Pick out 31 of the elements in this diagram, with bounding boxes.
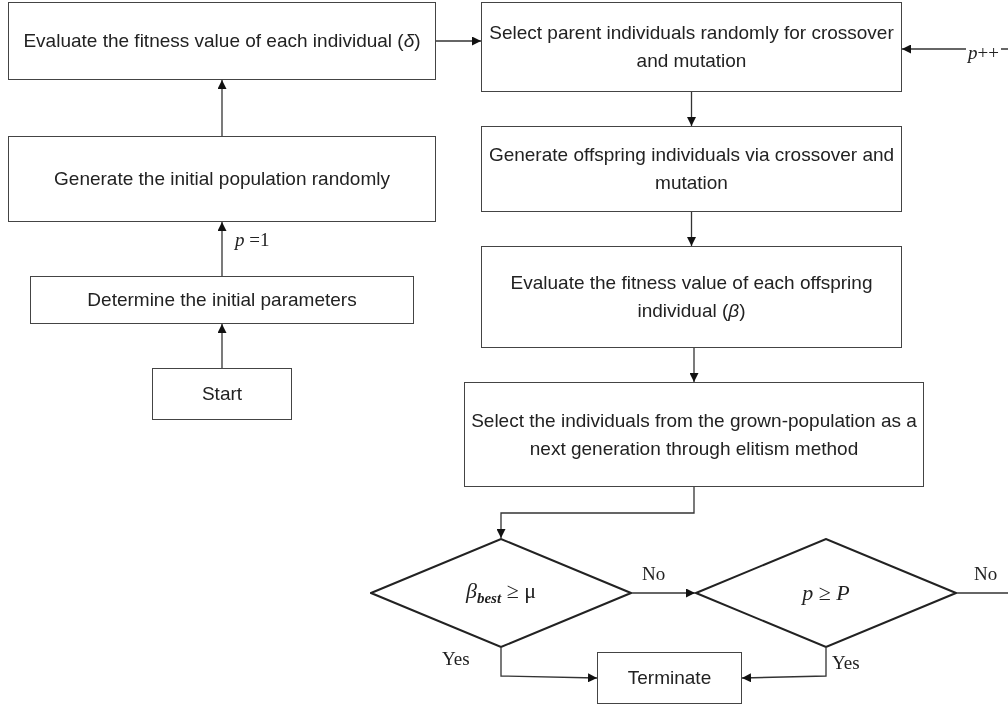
arrow	[217, 323, 227, 369]
node-text: Evaluate the fitness value of each individual (δ)	[22, 29, 422, 54]
arrow	[741, 647, 827, 683]
node-text: Determine the initial parameters	[86, 288, 358, 313]
process-box	[464, 382, 924, 487]
process-box	[481, 246, 902, 348]
arrow	[496, 486, 695, 539]
process-box	[481, 126, 902, 212]
terminal-box	[152, 368, 292, 420]
process-box	[8, 136, 436, 222]
node-text: Evaluate the fitness value of each offspring individual (β)	[509, 271, 874, 323]
node-text: Generate offspring individuals via crossover and mutation	[487, 143, 896, 195]
node-text: Generate the initial population randomly	[53, 167, 391, 192]
node-text: Select the individuals from the grown-population as a next generation through elitism method	[470, 408, 918, 461]
condition-text: β$_{best}$ ≥ μ	[464, 577, 537, 609]
process-box	[30, 276, 414, 324]
node-text: Terminate	[626, 666, 713, 691]
condition-text: p ≥ P	[800, 579, 851, 608]
node-text: Select parent individuals randomly for crossover and mutation	[488, 21, 895, 73]
arrow	[687, 211, 696, 247]
process-box	[8, 2, 436, 80]
arrow	[687, 91, 696, 127]
process-box	[481, 2, 902, 92]
arrow	[217, 221, 227, 277]
arrow	[500, 647, 598, 683]
arrow	[631, 588, 696, 598]
arrow	[217, 79, 227, 137]
arrow	[435, 36, 482, 46]
node-text: Start	[200, 382, 244, 407]
terminal-box	[597, 652, 742, 704]
arrow	[689, 347, 699, 383]
